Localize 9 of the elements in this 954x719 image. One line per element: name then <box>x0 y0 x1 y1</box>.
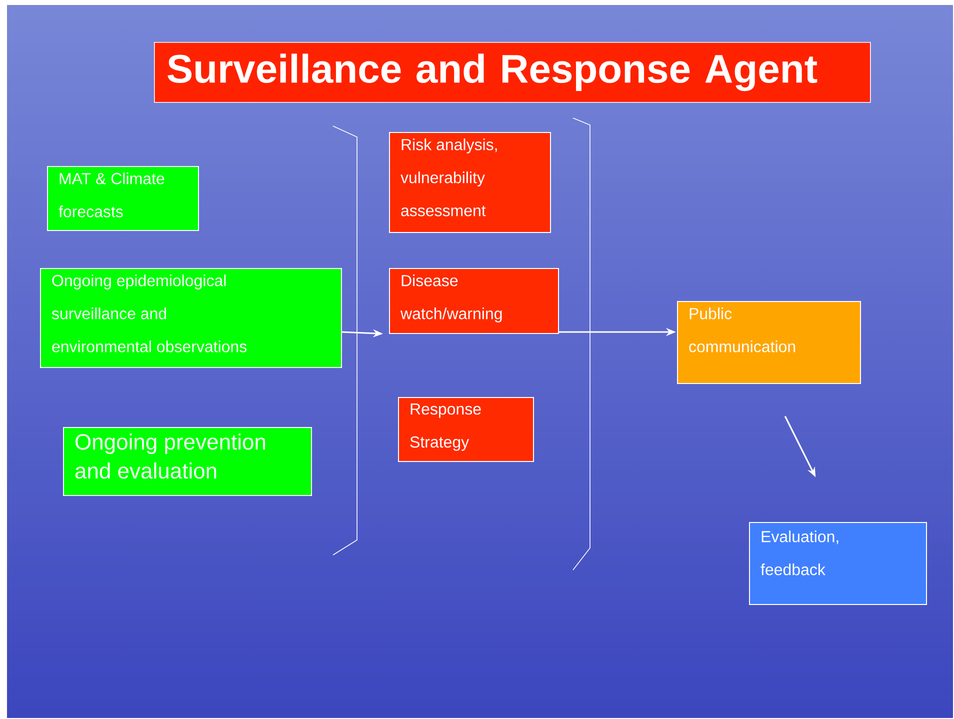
process-box: MAT & Climate forecasts <box>47 166 199 231</box>
title-banner: Surveillance and Response Agent <box>154 42 871 103</box>
process-box: Disease watch/warning <box>389 268 559 334</box>
process-box: Public communication <box>677 301 861 384</box>
process-box: Risk analysis, vulnerability assessment <box>389 132 551 233</box>
process-box: Ongoing prevention and evaluation <box>63 427 312 496</box>
process-box: Response Strategy <box>398 397 534 462</box>
process-box: Ongoing epidemiological surveillance and environmental observations <box>40 268 342 368</box>
process-box: Evaluation, feedback <box>749 522 927 605</box>
